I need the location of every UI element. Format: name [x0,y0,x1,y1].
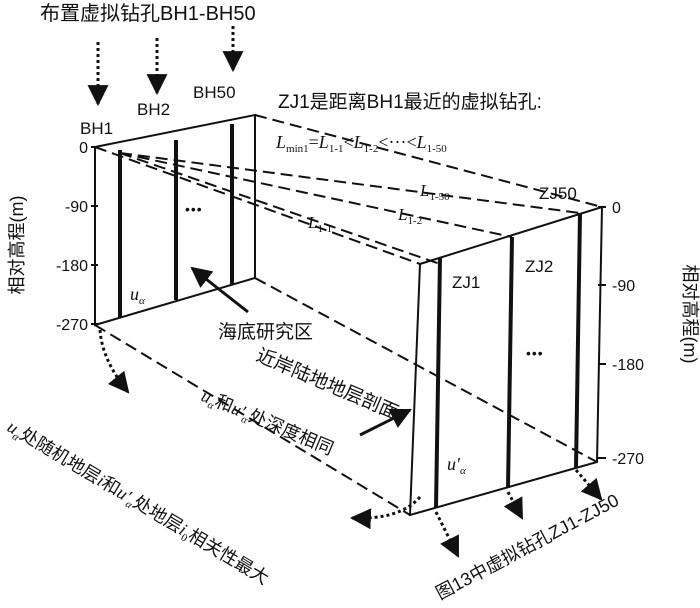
right-tick-label-0: 0 [612,200,621,217]
left-tick-label-180: -180 [56,258,88,275]
seabed-area-label: 海底研究区 [218,321,313,343]
arrow-from-zj50 [574,469,603,501]
right-tick-label-180: -180 [612,357,644,374]
left-tick-label-0: 0 [79,140,88,157]
l-1-1-label: L1-1 [307,213,332,235]
y-axis-label-right: 相对高程(m) [680,265,700,364]
borehole-zj2 [506,236,514,489]
connector-bottom-back [254,277,598,463]
connector-bottom-front [94,324,411,516]
right-tick-label-270: -270 [612,451,644,468]
zj1-label: ZJ1 [452,273,480,292]
seabed-area-arrow [190,266,249,314]
nearshore-panel-outline [408,205,604,517]
borehole-zj50 [574,212,582,469]
left-elevation-axis: 相对高程(m) 0 -90 -180 -270 [7,140,98,334]
bh2-label: BH2 [137,100,170,119]
bh-arrows [87,26,244,107]
arrow-from-zj1 [434,511,460,558]
zj-arrows [434,469,603,558]
top-title: 布置虚拟钻孔BH1-BH50 [40,2,256,25]
distance-l-1-50 [119,152,581,214]
distance-l-1-1 [119,152,441,265]
seabed-panel: BH1 BH2 BH50 ••• uα [80,83,256,327]
profile-label: 近岸陆地地层剖面 [253,344,402,424]
correlation-note: uα处随机地层i和u′α处地层i0相关性最大 [2,416,272,591]
l-1-2-label: L1-2 [397,205,422,227]
dots-right: ••• [526,345,544,361]
connector-top-front [94,146,421,265]
left-tick-label-90: -90 [65,199,88,216]
nearshore-panel: ZJ50 ZJ1 ZJ2 ••• u′α [408,184,604,517]
right-tick-label-90: -90 [612,278,635,295]
bh1-label: BH1 [80,119,113,138]
u-prime-alpha-label: u′α [447,454,466,477]
curved-arrows [98,329,422,530]
bh50-label: BH50 [193,83,236,102]
borehole-zj1 [434,257,442,509]
curved-arrow-u-alpha [98,329,130,394]
profile-arrow [359,408,412,437]
zj1-note: ZJ1是距离BH1最近的虚拟钻孔: [278,91,542,113]
zj50-label: ZJ50 [539,184,577,203]
connector-lines [94,114,603,516]
same-depth-note: uα和u′α处深度相同 [197,385,336,461]
l-relation: Lmin1=L1-1<L1-2<···<L1-50 [275,132,447,155]
connector-top-back [254,114,603,208]
zj-reference-label: 图13中虚拟钻孔ZJ1-ZJ50 [432,490,622,603]
l-1-50-label: L1-50 [419,181,450,203]
left-tick-label-270: -270 [56,317,88,334]
right-elevation-axis: 0 -90 -180 -270 相对高程(m) [598,200,700,468]
distance-l-1-2 [119,152,513,238]
u-alpha-label: uα [130,284,145,307]
dots-left: ••• [185,201,203,217]
zj2-label: ZJ2 [525,257,553,276]
y-axis-label-left: 相对高程(m) [7,196,27,295]
curved-arrow-u-prime [349,495,422,530]
arrow-from-zj2 [503,491,524,520]
